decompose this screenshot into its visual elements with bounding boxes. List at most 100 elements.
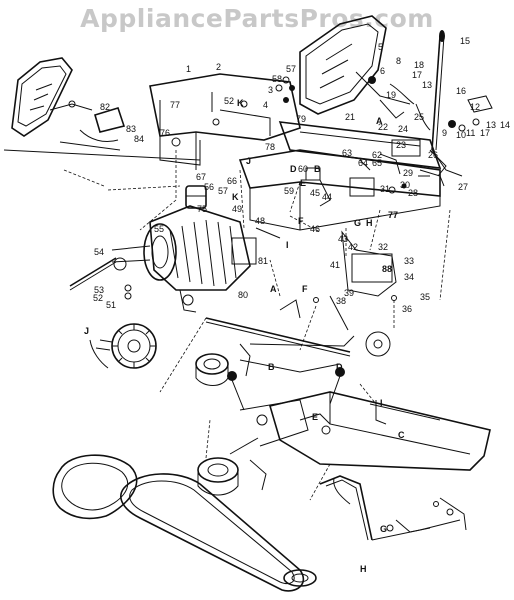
callout-19: 19 xyxy=(386,90,396,100)
letter-c: C xyxy=(398,430,405,440)
letter-e-lower: E xyxy=(312,412,318,422)
callout-22: 22 xyxy=(378,122,388,132)
callout-80: 80 xyxy=(238,290,248,300)
callout-38: 38 xyxy=(336,296,346,306)
callout-57: 57 xyxy=(286,64,296,74)
letter-k-upper: K xyxy=(237,98,244,108)
callout-23: 23 xyxy=(396,140,406,150)
callout-15: 15 xyxy=(460,36,470,46)
callout-45: 45 xyxy=(310,188,320,198)
callout-81: 81 xyxy=(258,256,268,266)
callout-17b: 17 xyxy=(480,128,490,138)
callout-59: 59 xyxy=(284,186,294,196)
callout-41: 41 xyxy=(330,260,340,270)
callout-75: 75 xyxy=(197,204,207,214)
small-fasteners xyxy=(95,76,439,507)
callout-78: 78 xyxy=(265,142,275,152)
callout-30: 30 xyxy=(400,180,410,190)
callout-52b: 52 xyxy=(224,96,234,106)
callout-34: 34 xyxy=(404,272,414,282)
callout-49: 49 xyxy=(232,204,242,214)
callout-88: 88 xyxy=(382,264,392,274)
callout-26: 26 xyxy=(428,150,438,160)
callout-39: 39 xyxy=(344,288,354,298)
lower-frame xyxy=(239,391,491,471)
callout-11: 11 xyxy=(466,128,475,138)
linkage-rods xyxy=(205,230,397,373)
callout-35: 35 xyxy=(420,292,430,302)
letter-a-lower: A xyxy=(270,284,277,294)
callout-83: 83 xyxy=(126,124,136,134)
letter-g-lower: G xyxy=(380,524,387,534)
letter-i-upper: I xyxy=(286,240,289,250)
callout-2: 2 xyxy=(216,62,221,72)
callout-25: 25 xyxy=(414,112,424,122)
callout-62: 62 xyxy=(372,150,382,160)
callout-13b: 13 xyxy=(486,120,496,130)
letter-d-lower: D xyxy=(336,362,343,372)
callout-14: 14 xyxy=(500,120,510,130)
callout-52: 52 xyxy=(93,293,103,303)
leader-lines xyxy=(63,150,451,501)
callout-84: 84 xyxy=(134,134,144,144)
upper-right-linkage xyxy=(278,95,493,187)
callout-4: 4 xyxy=(263,100,268,110)
callout-51: 51 xyxy=(106,300,116,310)
callout-53: 53 xyxy=(94,285,104,295)
callout-36: 36 xyxy=(402,304,412,314)
callout-27: 27 xyxy=(458,182,468,192)
callout-65: 65 xyxy=(372,158,382,168)
fan-pulley xyxy=(89,323,157,369)
callout-1: 1 xyxy=(186,64,191,74)
letter-i-lower: I xyxy=(380,398,383,408)
callout-31: 31 xyxy=(380,184,390,194)
middle-drive-pulley xyxy=(195,343,345,411)
letter-g-upper: G xyxy=(354,218,361,228)
callout-76: 76 xyxy=(160,128,170,138)
left-handle-assembly xyxy=(3,57,201,161)
callout-13: 13 xyxy=(422,80,432,90)
right-dashboard-assembly xyxy=(299,15,415,115)
callout-21: 21 xyxy=(345,112,355,122)
callout-33: 33 xyxy=(404,256,414,266)
callout-16: 16 xyxy=(456,86,466,96)
callout-77: 77 xyxy=(170,100,180,110)
callout-60: 60 xyxy=(298,164,308,174)
letter-f-upper: F xyxy=(298,216,304,226)
frame-upper-plate xyxy=(238,149,441,231)
callout-10: 10 xyxy=(456,130,466,140)
letter-k-lower: K xyxy=(232,192,239,202)
callout-42: 42 xyxy=(348,242,358,252)
callout-57b: 57 xyxy=(218,186,228,196)
callout-32: 32 xyxy=(378,242,388,252)
part-number-callouts: 1 2 3 4 5 6 8 9 10 11 12 13 13 14 15 16 … xyxy=(93,36,510,314)
callout-77b: 77 xyxy=(388,210,398,220)
callout-67: 67 xyxy=(196,172,206,182)
letter-b-lower: B xyxy=(268,362,275,372)
letter-a-upper: A xyxy=(376,116,383,126)
callout-12: 12 xyxy=(470,102,480,112)
lower-pulley-stack xyxy=(197,437,317,587)
v-belts xyxy=(52,454,305,592)
letter-d-upper: D xyxy=(290,164,297,174)
callout-58: 58 xyxy=(272,74,282,84)
callout-17: 17 xyxy=(412,70,422,80)
callout-82: 82 xyxy=(100,102,110,112)
callout-44: 44 xyxy=(322,192,332,202)
callout-28: 28 xyxy=(408,188,418,198)
letter-e-upper: E xyxy=(300,178,306,188)
callout-43: 43 xyxy=(338,234,348,244)
callout-6: 6 xyxy=(380,66,385,76)
callout-63: 63 xyxy=(342,148,352,158)
letter-b-upper: B xyxy=(314,164,321,174)
callout-56: 56 xyxy=(204,182,214,192)
callout-8: 8 xyxy=(396,56,401,66)
control-panel-bracket xyxy=(149,73,301,170)
callout-66: 66 xyxy=(227,176,237,186)
callout-64: 64 xyxy=(358,158,368,168)
letter-j-lower: J xyxy=(84,326,89,336)
lower-right-shaft xyxy=(319,475,467,541)
letter-h-lower: H xyxy=(360,564,367,574)
